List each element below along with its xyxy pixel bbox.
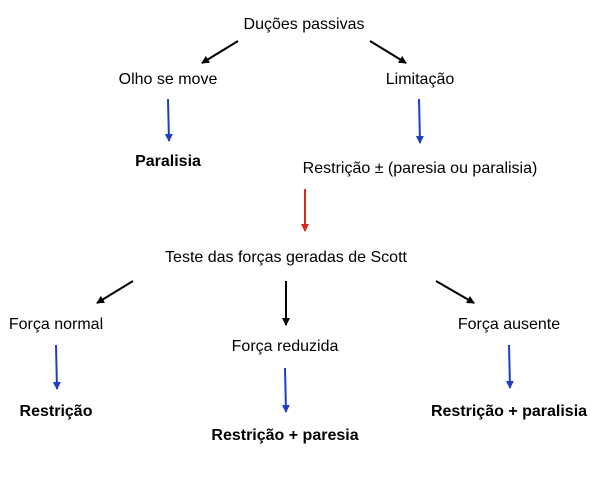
arrow-eye-moves-to-paralysis [164, 98, 173, 142]
arrow-scott-to-normal-force [96, 280, 134, 304]
node-normal-force: Força normal [8, 316, 104, 333]
arrow-limitation-to-restriction [415, 98, 424, 144]
arrow-root-to-limitation [369, 40, 407, 64]
node-paralysis: Paralisia [135, 153, 201, 170]
node-eye-moves: Olho se move [118, 71, 218, 88]
arrow-reduced-to-restriction-paresis [281, 367, 290, 413]
node-restriction: Restrição [19, 403, 93, 420]
node-scott-test: Teste das forças geradas de Scott [165, 249, 407, 266]
node-restriction-paralysis: Restrição + paralisia [430, 403, 588, 420]
node-root: Duções passivas [243, 16, 365, 33]
arrow-normal-to-restriction [52, 344, 61, 390]
node-limitation: Limitação [385, 71, 455, 88]
node-absent-force: Força ausente [457, 316, 561, 333]
node-restriction-paresis: Restrição + paresia [211, 427, 359, 444]
arrow-absent-to-restriction-paralysis [505, 344, 514, 389]
arrow-scott-to-absent-force [435, 280, 475, 304]
arrow-root-to-eye-moves [201, 40, 239, 64]
node-restriction-pm: Restrição ± (paresia ou paralisia) [302, 160, 538, 177]
node-reduced-force: Força reduzida [231, 338, 339, 355]
